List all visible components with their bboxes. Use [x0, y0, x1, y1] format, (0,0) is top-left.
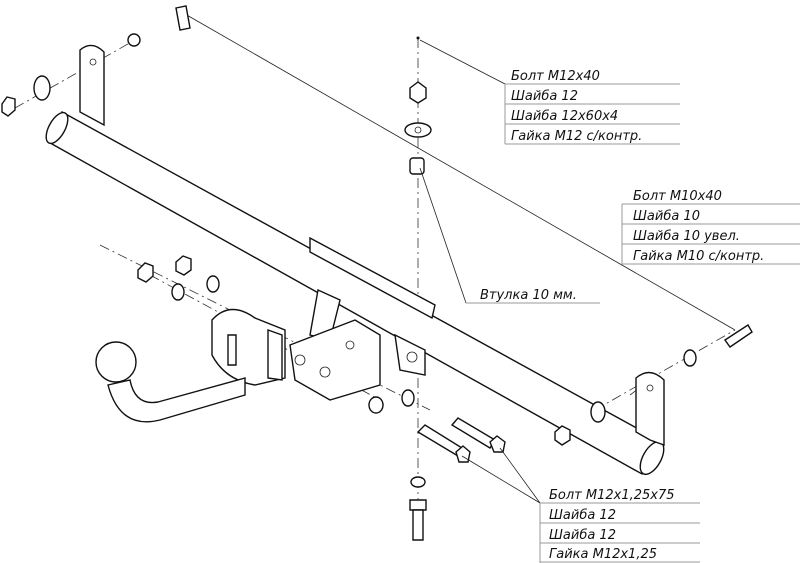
callout-label: Гайка М12х1,25 — [549, 547, 657, 562]
callout-bushing: Втулка 10 мм. — [419, 167, 600, 304]
tow-ball-hitch — [95, 341, 246, 423]
callout-label: Шайба 12 — [511, 89, 578, 104]
left-bracket — [79, 44, 105, 127]
callout-side-fasteners: Болт М10х40 Шайба 10 Шайба 10 увел. Гайк… — [621, 189, 800, 265]
callout-bottom-fasteners: Болт М12х1,25х75 Шайба 12 Шайба 12 Гайка… — [461, 447, 700, 563]
callout-label: Гайка М10 с/контр. — [633, 249, 764, 264]
right-bracket — [635, 371, 665, 446]
callout-label: Шайба 10 увел. — [633, 229, 740, 244]
callout-label: Втулка 10 мм. — [480, 288, 577, 303]
callout-top-fasteners: Болт М12х40 Шайба 12 Шайба 12х60х4 Гайка… — [419, 39, 680, 145]
callout-label: Шайба 12 — [549, 508, 616, 523]
center-mount-plate — [309, 236, 436, 376]
callout-label: Шайба 12 — [549, 528, 616, 543]
cross-tube — [45, 110, 665, 476]
callout-label: Болт М12х1,25х75 — [549, 488, 675, 503]
callout-label: Гайка М12 с/контр. — [511, 129, 642, 144]
hitch-side-plates — [211, 308, 381, 401]
callout-label: Шайба 10 — [633, 209, 700, 224]
callout-label: Болт М10х40 — [633, 189, 722, 204]
fasteners — [1, 5, 753, 541]
callout-label: Болт М12х40 — [511, 69, 600, 84]
callout-label: Шайба 12х60х4 — [511, 109, 618, 124]
